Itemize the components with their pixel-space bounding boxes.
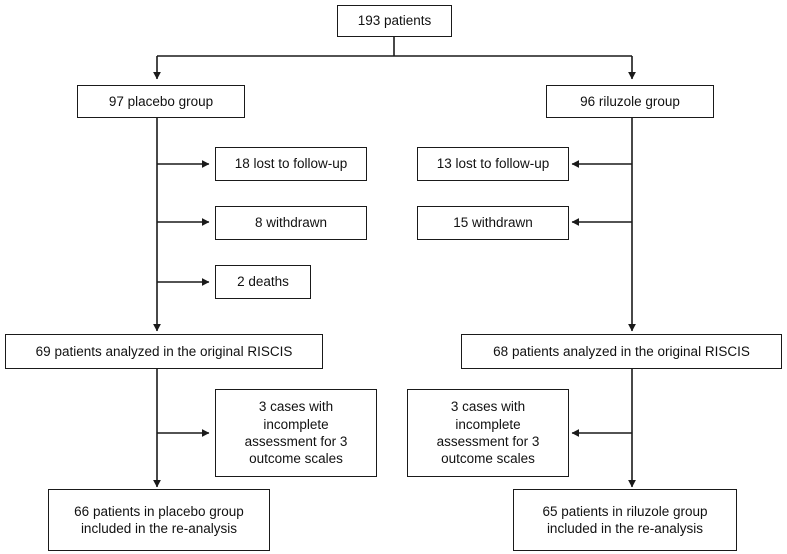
node-riluzole-incomplete-assessment-label: 3 cases with incomplete assessment for 3…: [436, 399, 540, 467]
node-riluzole-lost-to-followup-label: 13 lost to follow-up: [436, 156, 550, 172]
node-riluzole-withdrawn-label: 15 withdrawn: [453, 215, 533, 231]
node-placebo-lost-to-followup-label: 18 lost to follow-up: [234, 156, 348, 172]
node-riluzole-withdrawn: 15 withdrawn: [417, 206, 569, 240]
node-placebo-withdrawn-label: 8 withdrawn: [254, 215, 328, 231]
node-riluzole-final: 65 patients in riluzole group included i…: [513, 489, 737, 551]
node-placebo-lost-to-followup: 18 lost to follow-up: [215, 147, 367, 181]
node-riluzole-analyzed: 68 patients analyzed in the original RIS…: [461, 334, 782, 369]
node-placebo-deaths: 2 deaths: [215, 265, 311, 299]
node-placebo-analyzed-label: 69 patients analyzed in the original RIS…: [35, 343, 293, 359]
node-placebo-incomplete-assessment-label: 3 cases with incomplete assessment for 3…: [244, 399, 348, 467]
node-placebo-group: 97 placebo group: [77, 85, 245, 118]
node-placebo-final-label: 66 patients in placebo group included in…: [74, 503, 244, 536]
node-riluzole-group-label: 96 riluzole group: [580, 93, 680, 109]
node-total-patients: 193 patients: [337, 5, 452, 37]
node-riluzole-group: 96 riluzole group: [546, 85, 714, 118]
node-placebo-analyzed: 69 patients analyzed in the original RIS…: [5, 334, 323, 369]
node-total-patients-label: 193 patients: [357, 13, 432, 29]
node-riluzole-final-label: 65 patients in riluzole group included i…: [542, 503, 708, 536]
node-placebo-deaths-label: 2 deaths: [237, 274, 289, 290]
node-riluzole-analyzed-label: 68 patients analyzed in the original RIS…: [493, 343, 750, 359]
node-riluzole-incomplete-assessment: 3 cases with incomplete assessment for 3…: [407, 389, 569, 477]
node-placebo-incomplete-assessment: 3 cases with incomplete assessment for 3…: [215, 389, 377, 477]
node-placebo-final: 66 patients in placebo group included in…: [48, 489, 270, 551]
node-riluzole-lost-to-followup: 13 lost to follow-up: [417, 147, 569, 181]
node-placebo-group-label: 97 placebo group: [108, 93, 214, 109]
node-placebo-withdrawn: 8 withdrawn: [215, 206, 367, 240]
